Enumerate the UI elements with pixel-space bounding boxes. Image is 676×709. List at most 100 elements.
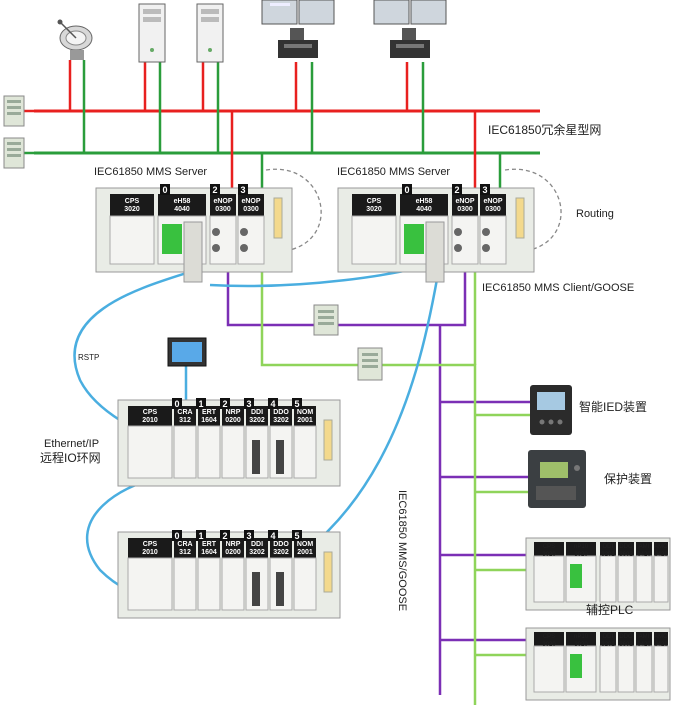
module-label: 4040 [174, 206, 190, 213]
module-label: 3202 [249, 417, 265, 424]
slot-number: 1 [198, 531, 203, 541]
mms-server-label-left: IEC61850 MMS Server [94, 166, 208, 178]
io-rack-2: CPS2010CRA312ERT1604NRP0200DDI3202DDO320… [117, 530, 341, 619]
module-label: 312 [179, 549, 191, 556]
module-label: nP10 [574, 544, 589, 550]
ethernet-ip-label: Ethernet/IP [44, 438, 100, 450]
module-label: ERT [202, 409, 217, 416]
module-label: 1604 [201, 549, 217, 556]
module-label: 312 [179, 417, 191, 424]
module-label: 3202 [273, 417, 289, 424]
module-label: 2001 [297, 549, 313, 556]
module-label: 3202 [601, 552, 615, 558]
module-label: ERT [202, 541, 217, 548]
module-label: nP10 [574, 634, 589, 640]
switch-icon [313, 304, 339, 336]
slot-number: 3 [240, 185, 245, 195]
module-label: 3020 [542, 642, 556, 648]
slot-number: 2 [212, 185, 217, 195]
io-ring-label: 远程IO环网 [40, 451, 101, 465]
module-label: 0420 [637, 642, 651, 648]
slot-number: 2 [222, 531, 227, 541]
aux-plc-label: 辅控PLC [586, 603, 634, 617]
slot-number: 5 [294, 531, 299, 541]
slot-number: 3 [246, 399, 251, 409]
module-label: AMI [639, 634, 650, 640]
module-label: 3020 [124, 206, 140, 213]
module-label: 3202 [273, 549, 289, 556]
slot-number: 3 [246, 531, 251, 541]
module-label: eNOP [241, 198, 260, 205]
rstp-label: RSTP [78, 353, 100, 362]
slot-number: 2 [222, 399, 227, 409]
module-label: 0200 [225, 417, 241, 424]
mms-server-label-right: IEC61850 MMS Server [337, 166, 451, 178]
module-label: 0300 [243, 206, 259, 213]
workstation-icon [373, 0, 447, 58]
module-label: eH58 [174, 198, 191, 205]
module-label: 2010 [142, 417, 158, 424]
module-label: CPS [367, 198, 382, 205]
module-label: 4040 [416, 206, 432, 213]
module-label: 3020 [574, 552, 588, 558]
hmi-panel-icon [167, 337, 207, 367]
module-label: CPS [143, 541, 158, 548]
aux-plc-rack-1: CPS3020nP103020DDI3202DDO3602AMI0420AMO0… [525, 537, 671, 611]
module-label: DDO [619, 634, 633, 640]
module-label: 0200 [225, 549, 241, 556]
module-label: CRA [177, 409, 192, 416]
top-drops [22, 60, 425, 155]
slot-number: 0 [174, 399, 179, 409]
module-label: NOM [297, 409, 314, 416]
module-label: NRP [226, 541, 241, 548]
module-label: CPS [543, 544, 555, 550]
module-label: DDI [251, 541, 263, 548]
purple-network [226, 250, 530, 695]
module-label: eNOP [213, 198, 232, 205]
module-label: DDI [603, 634, 614, 640]
module-label: 2010 [142, 549, 158, 556]
module-label: DDI [251, 409, 263, 416]
module-label: 0420 [654, 642, 668, 648]
slot-number: 0 [174, 531, 179, 541]
module-label: AMO [654, 634, 668, 640]
routing-arc-right [504, 168, 562, 253]
module-label: CPS [543, 634, 555, 640]
slot-number: 4 [270, 531, 275, 541]
module-label: 0300 [457, 206, 473, 213]
slot-number: 3 [482, 185, 487, 195]
io-rack-1: CPS2010CRA312ERT1604NRP0200DDI3202DDO320… [117, 398, 341, 487]
module-label: 2001 [297, 417, 313, 424]
routing-arc-left [265, 168, 322, 253]
module-label: 3202 [249, 549, 265, 556]
module-label: NOM [297, 541, 314, 548]
slot-number: 0 [404, 185, 409, 195]
workstation-icon [261, 0, 335, 58]
module-label: 3602 [619, 642, 633, 648]
module-label: 0420 [654, 552, 668, 558]
server-icon [138, 3, 166, 63]
slot-number: 1 [198, 399, 203, 409]
module-label: DDI [603, 544, 614, 550]
module-label: AMI [639, 544, 650, 550]
protection-device-label: 保护装置 [604, 472, 653, 486]
server-icon [196, 3, 224, 63]
slot-number: 0 [162, 185, 167, 195]
module-label: 0300 [215, 206, 231, 213]
switch-icon [3, 95, 25, 127]
ring-network-label: IEC61850冗余星型网 [488, 123, 602, 137]
module-label: 1604 [201, 417, 217, 424]
module-label: 0300 [485, 206, 501, 213]
smart-ied-label: 智能IED装置 [579, 400, 648, 414]
module-label: CPS [125, 198, 140, 205]
satellite-dish-icon [57, 19, 93, 60]
mms-client-goose-label: IEC61850 MMS Client/GOOSE [482, 282, 635, 294]
switch-icon [357, 347, 383, 381]
module-label: eH58 [416, 198, 433, 205]
module-label: 3020 [574, 642, 588, 648]
module-label: eNOP [455, 198, 474, 205]
module-label: 3020 [366, 206, 382, 213]
